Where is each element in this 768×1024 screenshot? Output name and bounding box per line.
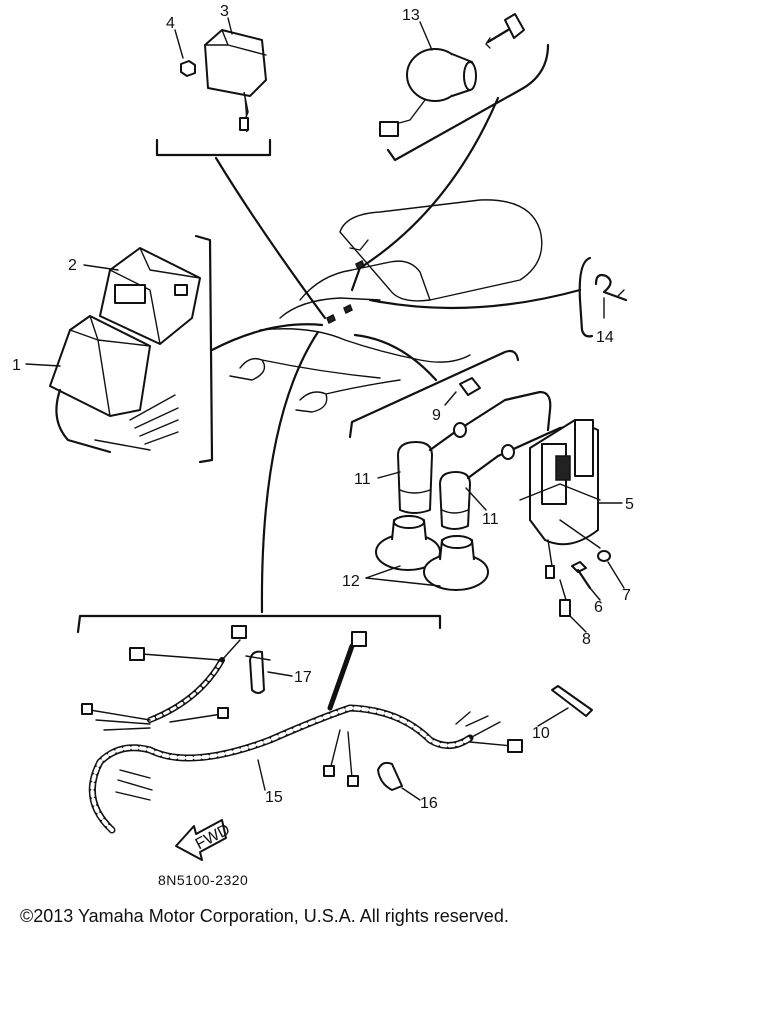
callout-4: 4 bbox=[166, 15, 175, 32]
callout-11-right: 11 bbox=[482, 511, 499, 528]
callout-12: 12 bbox=[342, 573, 360, 590]
callout-1: 1 bbox=[12, 357, 21, 374]
callout-5: 5 bbox=[625, 496, 634, 513]
part-16-clamp bbox=[377, 761, 403, 791]
snowmobile-outline bbox=[229, 199, 543, 413]
part-17-connector-cover bbox=[245, 650, 271, 694]
routing-lines bbox=[210, 96, 582, 614]
part-12-grommet-right bbox=[423, 535, 489, 591]
part-11-plug-cap-left bbox=[397, 390, 552, 514]
part-9-cap bbox=[459, 377, 481, 396]
part-13-main-switch bbox=[379, 13, 525, 137]
part-14-clip bbox=[594, 273, 628, 302]
copyright-notice: ©2013 Yamaha Motor Corporation, U.S.A. A… bbox=[20, 906, 509, 926]
part-10-cable-tie bbox=[551, 685, 593, 717]
part-3-cdi-unit bbox=[204, 29, 267, 133]
callout-2: 2 bbox=[68, 257, 77, 274]
bracket-rectifier-group bbox=[194, 234, 214, 464]
callout-7: 7 bbox=[622, 587, 631, 604]
part-7-washer bbox=[597, 550, 611, 562]
bracket-main-switch-group bbox=[386, 43, 550, 162]
callout-10: 10 bbox=[532, 725, 550, 742]
callout-13: 13 bbox=[402, 7, 420, 24]
exploded-parts-diagram: 1 2 3 4 5 6 7 8 9 10 11 11 12 13 14 15 1… bbox=[12, 3, 634, 861]
callout-6: 6 bbox=[594, 599, 603, 616]
diagram-part-code: 8N5100-2320 bbox=[158, 872, 249, 888]
part-2-regulator bbox=[99, 247, 201, 345]
bracket-ignition-group bbox=[348, 349, 520, 439]
callout-15: 15 bbox=[265, 789, 283, 806]
fwd-arrow-icon bbox=[175, 819, 227, 861]
part-5-ignition-coil bbox=[519, 419, 601, 617]
part-4-nut bbox=[180, 60, 196, 77]
part-12-grommet-left bbox=[375, 515, 441, 571]
callout-16: 16 bbox=[420, 795, 438, 812]
bracket-harness-group bbox=[76, 614, 442, 634]
part-1-rectifier bbox=[49, 315, 179, 454]
callout-8: 8 bbox=[582, 631, 591, 648]
part-15-wire-harness bbox=[81, 625, 523, 834]
callout-leaders bbox=[25, 17, 625, 801]
callout-11-left: 11 bbox=[354, 471, 371, 488]
callout-9: 9 bbox=[432, 407, 441, 424]
part-6-bolt bbox=[571, 561, 592, 590]
callout-14: 14 bbox=[596, 329, 614, 346]
callouts: 1 2 3 4 5 6 7 8 9 10 11 11 12 13 14 15 1… bbox=[12, 3, 634, 853]
bracket-clip-group bbox=[578, 256, 594, 338]
bracket-cdi-group bbox=[155, 138, 272, 157]
callout-17: 17 bbox=[294, 669, 312, 686]
callout-3: 3 bbox=[220, 3, 229, 20]
